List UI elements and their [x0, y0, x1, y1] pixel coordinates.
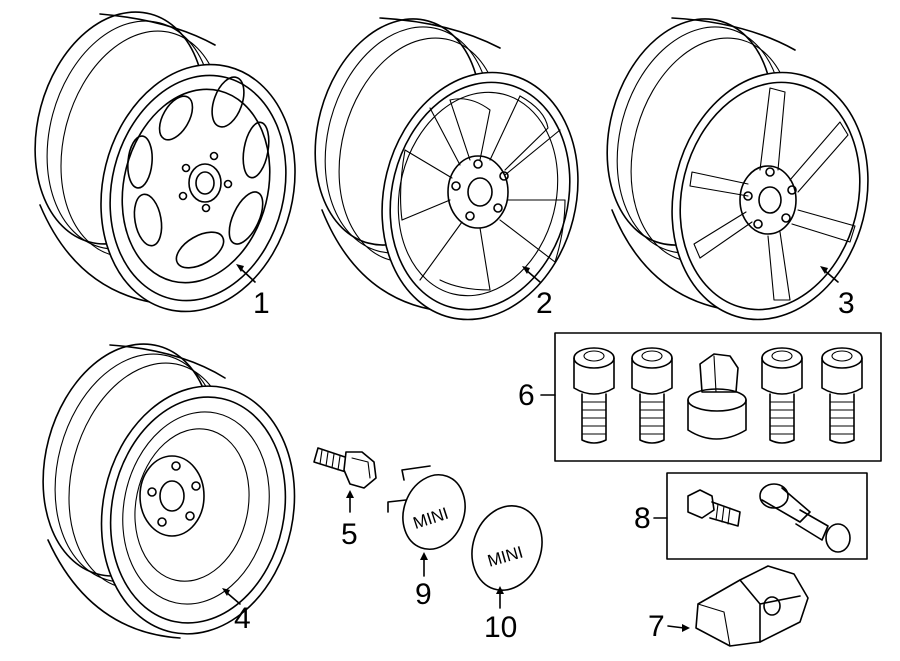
part-9-center-cap: MINI: [387, 465, 466, 577]
valve-screw: [687, 489, 741, 527]
callout-7: 7: [648, 610, 665, 643]
part-6-lug-bolt-set: [540, 332, 882, 462]
callout-3: 3: [838, 287, 855, 320]
wheel-4-steel: [42, 343, 296, 639]
part-7-tpms-sensor: [667, 565, 809, 647]
part-10-center-cap: MINI: [471, 504, 543, 609]
lock-key-adapter: [687, 353, 747, 440]
callout-6: 6: [518, 379, 535, 412]
callout-8: 8: [634, 502, 651, 535]
callout-1: 1: [253, 287, 270, 320]
wheel-1-alloy: [34, 11, 296, 313]
callout-9: 9: [415, 578, 432, 611]
valve-stem: [759, 483, 851, 553]
lug-bolt-d: [821, 347, 863, 444]
lug-bolt-b: [631, 347, 673, 444]
callout-4: 4: [234, 602, 251, 635]
callout-5: 5: [341, 518, 358, 551]
lug-bolt-a: [573, 347, 615, 444]
callout-10: 10: [484, 611, 518, 644]
callout-2: 2: [536, 287, 553, 320]
part-5-wheel-bolt: [313, 447, 377, 513]
lug-bolt-c: [761, 347, 803, 444]
wheel-3-alloy: [606, 17, 869, 321]
wheel-2-alloy: [314, 17, 579, 321]
part-8-valve-parts: [653, 472, 868, 560]
